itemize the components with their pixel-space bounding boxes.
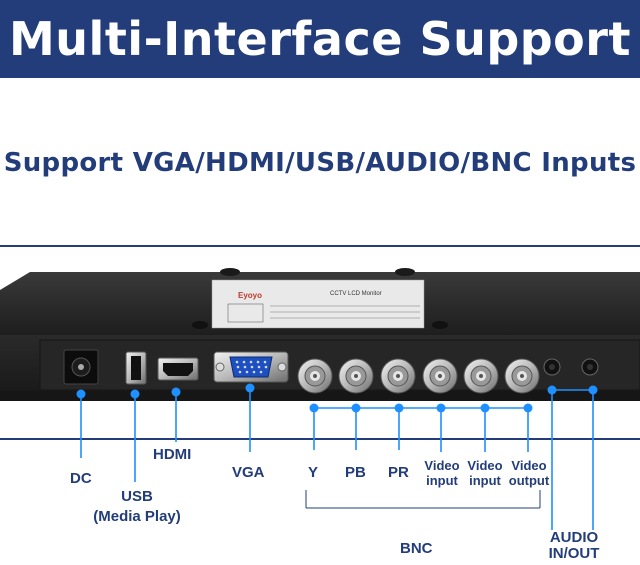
usb-port-graphic	[125, 351, 147, 385]
bottom-divider	[0, 438, 640, 440]
header-banner: Multi-Interface Support	[0, 0, 640, 78]
bnc-pr-graphic	[380, 358, 416, 394]
foot-1	[220, 268, 240, 276]
bnc-video-input-2-graphic	[463, 358, 499, 394]
audio-out-graphic	[581, 358, 599, 376]
spec-sticker: Eyoyo CCTV LCD Monitor	[211, 279, 425, 329]
audio-in-graphic	[543, 358, 561, 376]
callout-dot-video-output	[523, 403, 533, 413]
callout-dot-video-input-2	[480, 403, 490, 413]
page-subtitle: Support VGA/HDMI/USB/AUDIO/BNC Inputs	[3, 148, 637, 178]
label-pb: PB	[345, 464, 366, 481]
callout-dot-video-input-1	[436, 403, 446, 413]
bnc-pb-graphic	[338, 358, 374, 394]
bnc-video-output-graphic	[504, 358, 540, 394]
callout-dot-hdmi	[171, 387, 181, 397]
vga-port-graphic	[213, 351, 289, 383]
foot-4	[432, 321, 448, 329]
label-pr: PR	[388, 464, 409, 481]
label-usb: USB	[121, 488, 153, 505]
label-y: Y	[308, 464, 319, 481]
sticker-title: CCTV LCD Monitor	[330, 291, 382, 297]
label-dc: DC	[70, 470, 92, 487]
label-audio: AUDIO IN/OUT	[548, 529, 600, 562]
dc-port-graphic	[63, 349, 99, 385]
monitor-rear-panel: Eyoyo CCTV LCD Monitor	[0, 268, 640, 401]
label-video-input-2: Video input	[467, 458, 503, 488]
callout-dot-pr	[394, 403, 404, 413]
callout-dot-audio-in	[547, 385, 557, 395]
callout-dot-dc	[76, 389, 86, 399]
callout-dot-vga	[245, 383, 255, 393]
page-title: Multi-Interface Support	[9, 12, 631, 66]
top-divider	[0, 245, 640, 247]
sticker-brand: Eyoyo	[238, 291, 262, 300]
callout-dot-usb	[130, 389, 140, 399]
label-usb-note: (Media Play)	[93, 508, 181, 525]
callout-dot-pb	[351, 403, 361, 413]
label-video-input-1: Video input	[424, 458, 460, 488]
callout-dot-audio-out	[588, 385, 598, 395]
bnc-video-input-1-graphic	[422, 358, 458, 394]
bnc-bracket	[305, 490, 541, 509]
foot-2	[395, 268, 415, 276]
hdmi-port-graphic	[157, 357, 199, 381]
callout-dot-y	[309, 403, 319, 413]
bnc-y-graphic	[297, 358, 333, 394]
label-bnc: BNC	[400, 540, 433, 557]
label-hdmi: HDMI	[153, 446, 192, 463]
label-vga: VGA	[232, 464, 265, 481]
foot-3	[192, 321, 208, 329]
label-video-output: Video output	[508, 458, 550, 488]
